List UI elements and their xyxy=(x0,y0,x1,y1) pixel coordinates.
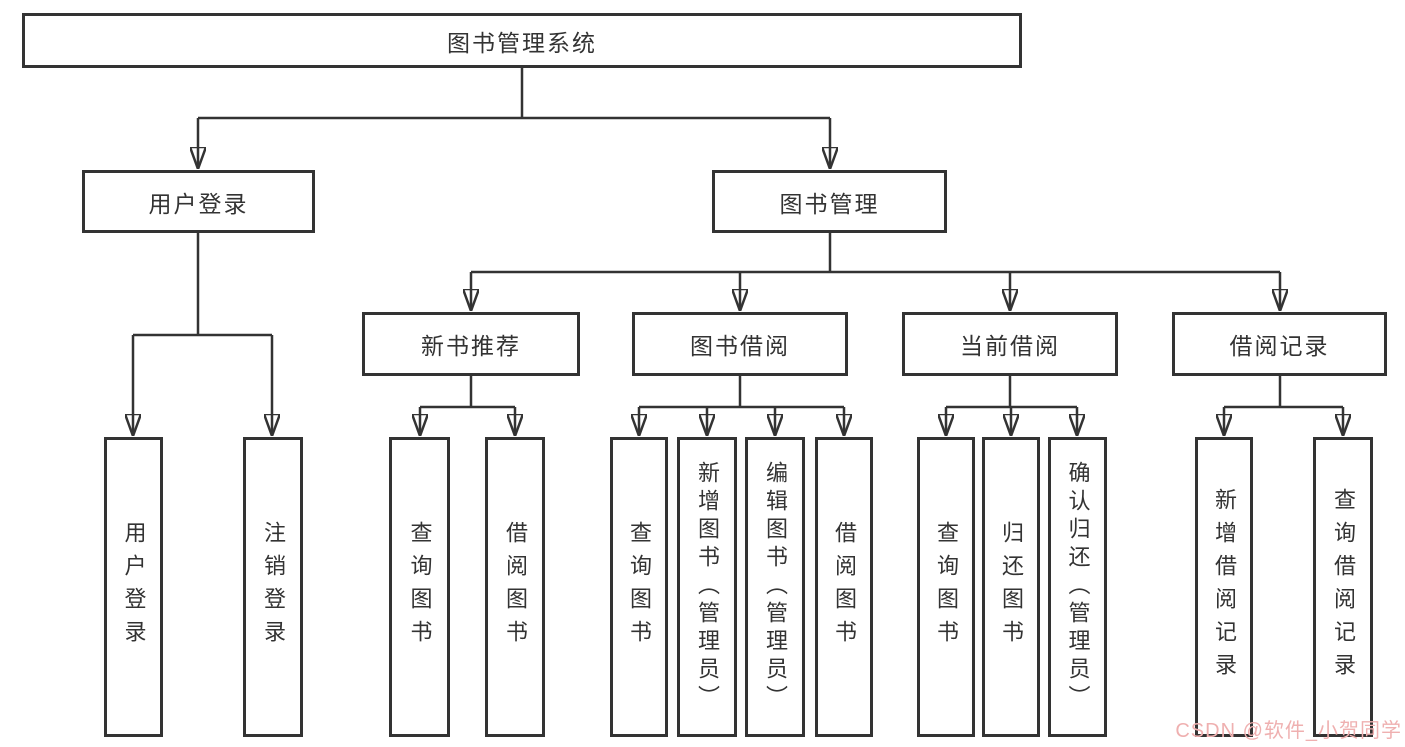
leaf-user-login: 用户登录 xyxy=(104,437,163,737)
node-new-book-recommend-label: 新书推荐 xyxy=(421,333,521,359)
connector-current-trunk xyxy=(946,376,1077,409)
node-borrow-records-label: 借阅记录 xyxy=(1229,333,1330,359)
connector-newbook-trunk xyxy=(420,376,515,409)
leaf-nb-borrow-book: 借阅图书 xyxy=(485,437,545,737)
connector-records-trunk xyxy=(1224,376,1343,409)
node-borrow-records: 借阅记录 xyxy=(1172,312,1387,376)
leaf-nb-borrow-book-label: 借阅图书 xyxy=(503,521,528,653)
leaf-br-query-record: 查询借阅记录 xyxy=(1313,437,1373,737)
leaf-bb-add-book-admin-label: 新增图书（管理员） xyxy=(695,461,720,713)
node-root-label: 图书管理系统 xyxy=(447,29,597,56)
leaf-bb-edit-book-admin: 编辑图书（管理员） xyxy=(745,437,805,737)
node-book-management: 图书管理 xyxy=(712,170,947,233)
leaf-cb-query-book: 查询图书 xyxy=(917,437,975,737)
leaf-br-query-record-label: 查询借阅记录 xyxy=(1331,488,1356,686)
node-current-borrow-label: 当前借阅 xyxy=(960,333,1060,359)
leaf-cb-return-book-label: 归还图书 xyxy=(999,521,1024,653)
leaf-bb-edit-book-admin-label: 编辑图书（管理员） xyxy=(763,461,788,713)
node-book-borrow: 图书借阅 xyxy=(632,312,848,376)
connector-borrow-trunk xyxy=(639,376,844,409)
leaf-bb-borrow-book: 借阅图书 xyxy=(815,437,873,737)
connector-user-trunk xyxy=(133,233,272,337)
leaf-cb-confirm-return-admin: 确认归还（管理员） xyxy=(1048,437,1107,737)
node-current-borrow: 当前借阅 xyxy=(902,312,1118,376)
leaf-bb-borrow-book-label: 借阅图书 xyxy=(832,521,857,653)
leaf-logout: 注销登录 xyxy=(243,437,303,737)
node-user-login-label: 用户登录 xyxy=(148,190,249,217)
node-book-management-label: 图书管理 xyxy=(779,190,880,217)
leaf-cb-return-book: 归还图书 xyxy=(982,437,1040,737)
leaf-bb-query-book-label: 查询图书 xyxy=(627,521,652,653)
leaf-br-add-record-label: 新增借阅记录 xyxy=(1212,488,1237,686)
node-root: 图书管理系统 xyxy=(22,13,1022,68)
leaf-bb-add-book-admin: 新增图书（管理员） xyxy=(677,437,737,737)
connector-mgmt-trunk xyxy=(471,233,1280,274)
leaf-nb-query-book-label: 查询图书 xyxy=(407,521,433,653)
leaf-logout-label: 注销登录 xyxy=(261,521,286,653)
leaf-br-add-record: 新增借阅记录 xyxy=(1195,437,1253,737)
leaf-cb-query-book-label: 查询图书 xyxy=(934,521,959,653)
leaf-bb-query-book: 查询图书 xyxy=(610,437,668,737)
leaf-nb-query-book: 查询图书 xyxy=(389,437,450,737)
leaf-cb-confirm-return-admin-label: 确认归还（管理员） xyxy=(1065,461,1091,713)
node-new-book-recommend: 新书推荐 xyxy=(362,312,580,376)
csdn-watermark: CSDN @软件_小贺同学 xyxy=(1175,720,1402,742)
connector-root-trunk xyxy=(198,68,830,120)
node-user-login: 用户登录 xyxy=(82,170,315,233)
leaf-user-login-label: 用户登录 xyxy=(121,521,147,653)
node-book-borrow-label: 图书借阅 xyxy=(690,333,790,359)
